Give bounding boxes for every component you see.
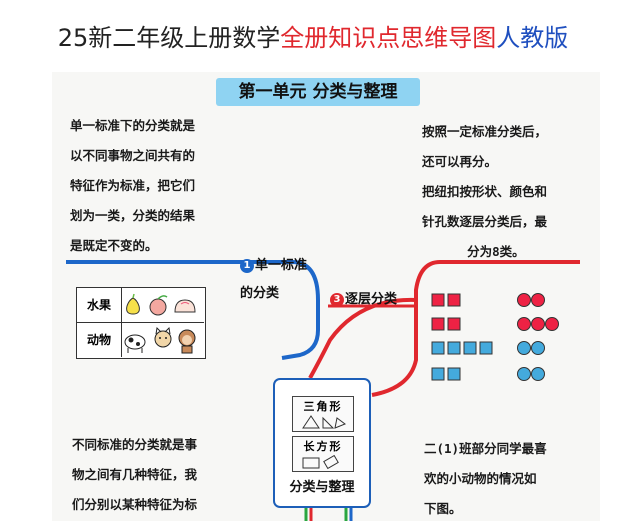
note-layered-classification: 按照一定标准分类后， 还可以再分。 把纽扣按形状、颜色和 针孔数逐层分类后，最 …	[422, 124, 548, 259]
square-buttons-group	[431, 293, 493, 381]
branch-number-1: 1	[240, 259, 254, 273]
title-part-topic: 全册知识点思维导图	[280, 24, 497, 52]
row-label-animal: 动物	[77, 323, 122, 357]
center-title: 分类与整理	[289, 480, 355, 495]
animal-icons	[124, 326, 196, 354]
fruit-icons	[126, 293, 196, 316]
unit-title-banner: 第一单元 分类与整理	[216, 78, 420, 106]
round-buttons-group	[517, 293, 559, 381]
branch-number-3: 3	[330, 293, 344, 307]
note-different-standards: 不同标准的分类就是事 物之间有几种特征，我 们分别以某种特征为标	[72, 437, 198, 512]
title-part-grade: 25新二年级上册数学	[57, 24, 281, 52]
note-class-animals: 二(1)班部分同学最喜 欢的小动物的情况如 下图。	[424, 441, 547, 516]
table-row: 动物	[77, 323, 204, 357]
shape-label-rectangle: 长方形	[303, 440, 343, 453]
monkey-icon	[178, 329, 196, 354]
row-label-fruit: 水果	[77, 288, 122, 322]
branch1-label-text: 单一标准的分类	[240, 258, 308, 301]
triangle-icons	[302, 415, 347, 429]
page-title: 25新二年级上册数学全册知识点思维导图人教版	[0, 18, 626, 53]
cow-icon	[124, 334, 146, 353]
shape-card-rectangle: 长方形	[292, 436, 354, 472]
note-single-standard: 单一标准下的分类就是 以不同事物之间共有的 特征作为标准，把它们 划为一类，分类…	[70, 118, 196, 253]
red-branch-curve	[308, 297, 417, 379]
bun-icon	[174, 299, 196, 313]
classification-table: 水果 动物	[76, 287, 206, 359]
shape-card-triangle: 三角形	[292, 396, 354, 432]
branch3-label-text: 逐层分类	[345, 292, 398, 307]
pear-icon	[126, 293, 140, 315]
red-branch-line	[371, 260, 580, 397]
blue-branch-line	[66, 260, 320, 360]
shape-label-triangle: 三角形	[303, 400, 343, 413]
center-node: 三角形 长方形 分类与整理	[273, 378, 371, 508]
rectangle-icons	[302, 454, 339, 470]
peach-icon	[149, 295, 168, 316]
buttons-illustration	[431, 293, 559, 381]
table-row: 水果	[77, 288, 204, 323]
title-part-edition: 人教版	[496, 24, 569, 52]
cat-icon	[154, 326, 172, 348]
